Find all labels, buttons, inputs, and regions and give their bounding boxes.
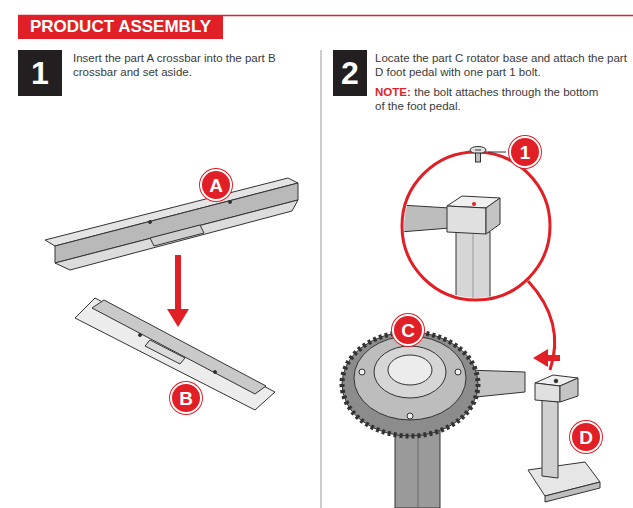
attach-arrow: [533, 349, 560, 367]
bolt: [470, 147, 486, 163]
callout-letter: A: [209, 176, 223, 195]
rotator-base: [342, 332, 525, 508]
insert-arrow: [167, 255, 189, 327]
callout-letter: D: [579, 428, 593, 447]
callout-circle: C: [392, 314, 424, 346]
step-divider: [321, 50, 322, 508]
callout-circle: D: [570, 421, 602, 453]
title-text: PRODUCT ASSEMBLY: [30, 17, 211, 36]
foot-pedal: [528, 375, 600, 502]
step-number-box: 2: [333, 50, 367, 96]
callout-letter: C: [401, 321, 415, 340]
step-note: NOTE:the bolt attaches through the botto…: [375, 85, 607, 113]
instruction-text: Insert the part A crossbar into the part…: [73, 52, 276, 78]
step-number: 2: [341, 57, 359, 89]
detail-view: [400, 196, 500, 312]
leader-line: [488, 152, 506, 153]
callout-circle: A: [200, 169, 232, 201]
callout-circle: 1: [509, 136, 541, 168]
callout-letter: 1: [520, 143, 531, 162]
crossbar-a: [45, 178, 298, 270]
step-instruction: Locate the part C rotator base and attac…: [375, 51, 627, 79]
step-number: 1: [31, 57, 49, 89]
note-heading: NOTE:: [375, 86, 411, 98]
step-instruction: Insert the part A crossbar into the part…: [73, 51, 318, 79]
callout-circle: B: [170, 382, 202, 414]
step-number-box: 1: [18, 50, 62, 96]
callout-letter: B: [179, 389, 193, 408]
instruction-text: Locate the part C rotator base and attac…: [375, 52, 627, 78]
title-banner: PRODUCT ASSEMBLY: [18, 15, 223, 39]
